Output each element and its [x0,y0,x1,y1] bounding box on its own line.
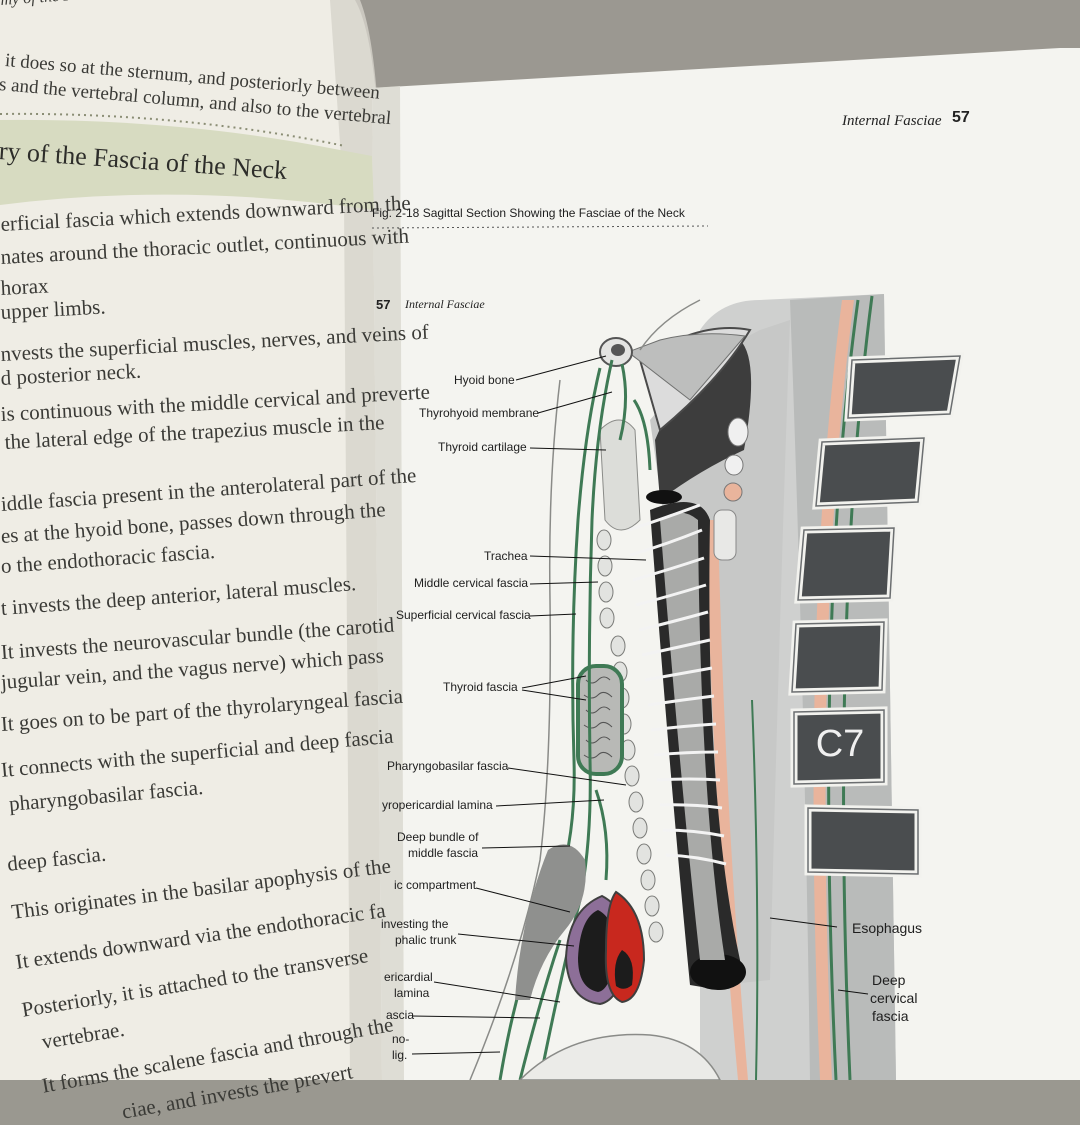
label-lig-partial-2: lig. [392,1048,408,1062]
vertebra-2 [812,434,928,510]
arytenoid-2 [724,454,744,476]
label-visceral-compartment: ic compartment [394,878,477,892]
cricoid-salmon [723,482,743,502]
deep-fascia-line-3 [751,699,759,1080]
label-deep-3: fascia [872,1008,909,1024]
label-hyoid-bone: Hyoid bone [454,373,515,387]
chin-outline [639,299,701,351]
vertebra-6 [804,804,922,878]
thyrohyoid-fan [626,333,746,401]
airway-opening [646,490,682,504]
cricoid-plate [713,509,737,561]
left-gutter-shadow [330,0,388,1080]
label-deep-1: Deep [872,972,906,988]
esophagus-lining [706,520,748,1080]
trachea-interior [660,512,725,960]
vertebral-outlines [791,355,961,875]
sagittal-neck-illustration [411,294,965,1080]
thyroid-gland [576,664,624,776]
skin-outline [469,379,561,1080]
label-deep-bundle-2: middle fascia [408,846,479,860]
bleed-running-head: Internal Fasciae [405,297,485,311]
bleed-page-number: 57 [376,297,391,312]
label-superficial-cervical-fascia: Superficial cervical fascia [396,608,531,622]
caption-rule [371,225,709,229]
tracheal-rings [627,503,727,866]
left-page [0,0,385,1080]
right-running-head: Internal Fasciae [842,113,942,129]
label-fascia-partial: ascia [386,1008,415,1022]
arytenoid-1 [727,417,749,447]
photo-scene [0,0,1080,1080]
hyoid-bone-inner [611,344,625,356]
label-thyrohyoid-membrane: Thyrohyoid membrane [419,406,540,420]
label-trachea: Trachea [484,549,528,563]
label-investing-1: investing the [381,917,449,931]
vertebra-4 [788,618,888,696]
label-deep-bundle-1: Deep bundle of [397,830,479,844]
label-investing-2: phalic trunk [395,933,457,947]
label-pericardial-1: ericardial [384,970,433,984]
sternal-head [515,844,586,1000]
label-pharyngobasilar-fascia: Pharyngobasilar fascia [387,759,509,773]
vertebra-c7-label: C7 [815,723,865,765]
esophagus-bottom [690,954,746,990]
label-lig-partial-1: no- [392,1032,410,1046]
label-thyroid-fascia: Thyroid fascia [443,680,518,694]
label-leader-lines [411,355,869,1055]
vertebra-1 [844,352,965,422]
anterior-ring-column [596,529,664,943]
label-middle-cervical-fascia: Middle cervical fascia [414,576,529,590]
figure-caption: Fig. 2-18 Sagittal Section Showing the F… [372,206,685,220]
vertebra-3 [794,524,898,604]
lower-arch [518,1033,721,1080]
right-page-number: 57 [952,109,970,126]
pharynx-lumen [655,340,752,500]
label-deep-2: cervical [870,990,918,1006]
vessel-red-lumen [614,950,633,989]
label-thyropericardial-lamina: yropericardial lamina [382,798,493,812]
section-title-band [0,119,374,210]
right-gutter-shadow [372,86,404,1080]
thyroid-cartilage-shape [599,419,641,531]
label-pericardial-2: lamina [394,986,430,1000]
label-thyroid-cartilage: Thyroid cartilage [438,440,527,454]
label-esophagus: Esophagus [852,920,923,936]
